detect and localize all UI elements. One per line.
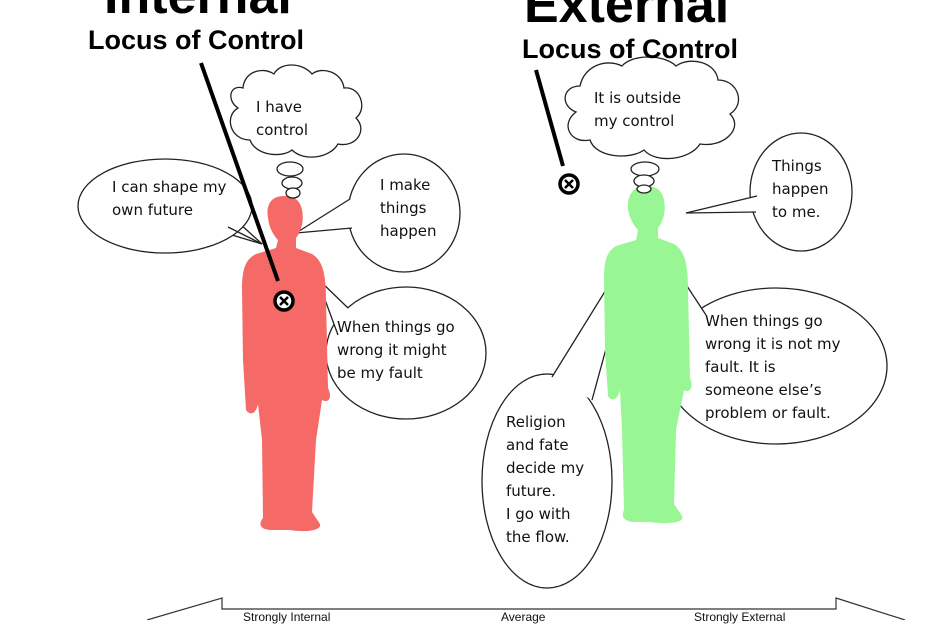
external-subtitle: Locus of Control <box>522 34 738 64</box>
internal-thought-text: I have control <box>256 98 308 139</box>
internal-locus-marker <box>273 290 295 312</box>
shape-future-text: I can shape my own future <box>112 178 227 219</box>
internal-person-silhouette <box>242 196 330 532</box>
internal-pointer-line <box>199 62 280 282</box>
bubble-make-happen <box>295 153 461 273</box>
locus-scale-arrow <box>146 597 906 621</box>
thought-cloud-external <box>564 56 740 194</box>
bubble-happen-to-me <box>685 132 853 252</box>
make-happen-text: I make things happen <box>380 176 437 240</box>
not-my-fault-text: When things go wrong it is not my fault.… <box>705 312 841 422</box>
internal-title: Internal <box>104 0 292 22</box>
external-thought-text: It is outside my control <box>594 89 682 130</box>
my-fault-text: When things go wrong it might be my faul… <box>337 318 455 382</box>
scale-label-strongly-internal: Strongly Internal <box>243 610 331 624</box>
internal-subtitle: Locus of Control <box>88 25 304 55</box>
external-locus-marker <box>558 173 580 195</box>
external-person-silhouette <box>604 186 692 524</box>
external-pointer-line <box>534 69 565 167</box>
thought-cloud-internal <box>229 64 363 199</box>
bubble-shape-future <box>77 158 263 254</box>
scale-label-strongly-external: Strongly External <box>694 610 786 624</box>
external-title: External <box>524 0 730 34</box>
happen-to-me-text: Things happen to me. <box>772 157 829 221</box>
scale-label-average: Average <box>501 610 546 624</box>
religion-fate-text: Religion and fate decide my future. I go… <box>506 413 585 546</box>
